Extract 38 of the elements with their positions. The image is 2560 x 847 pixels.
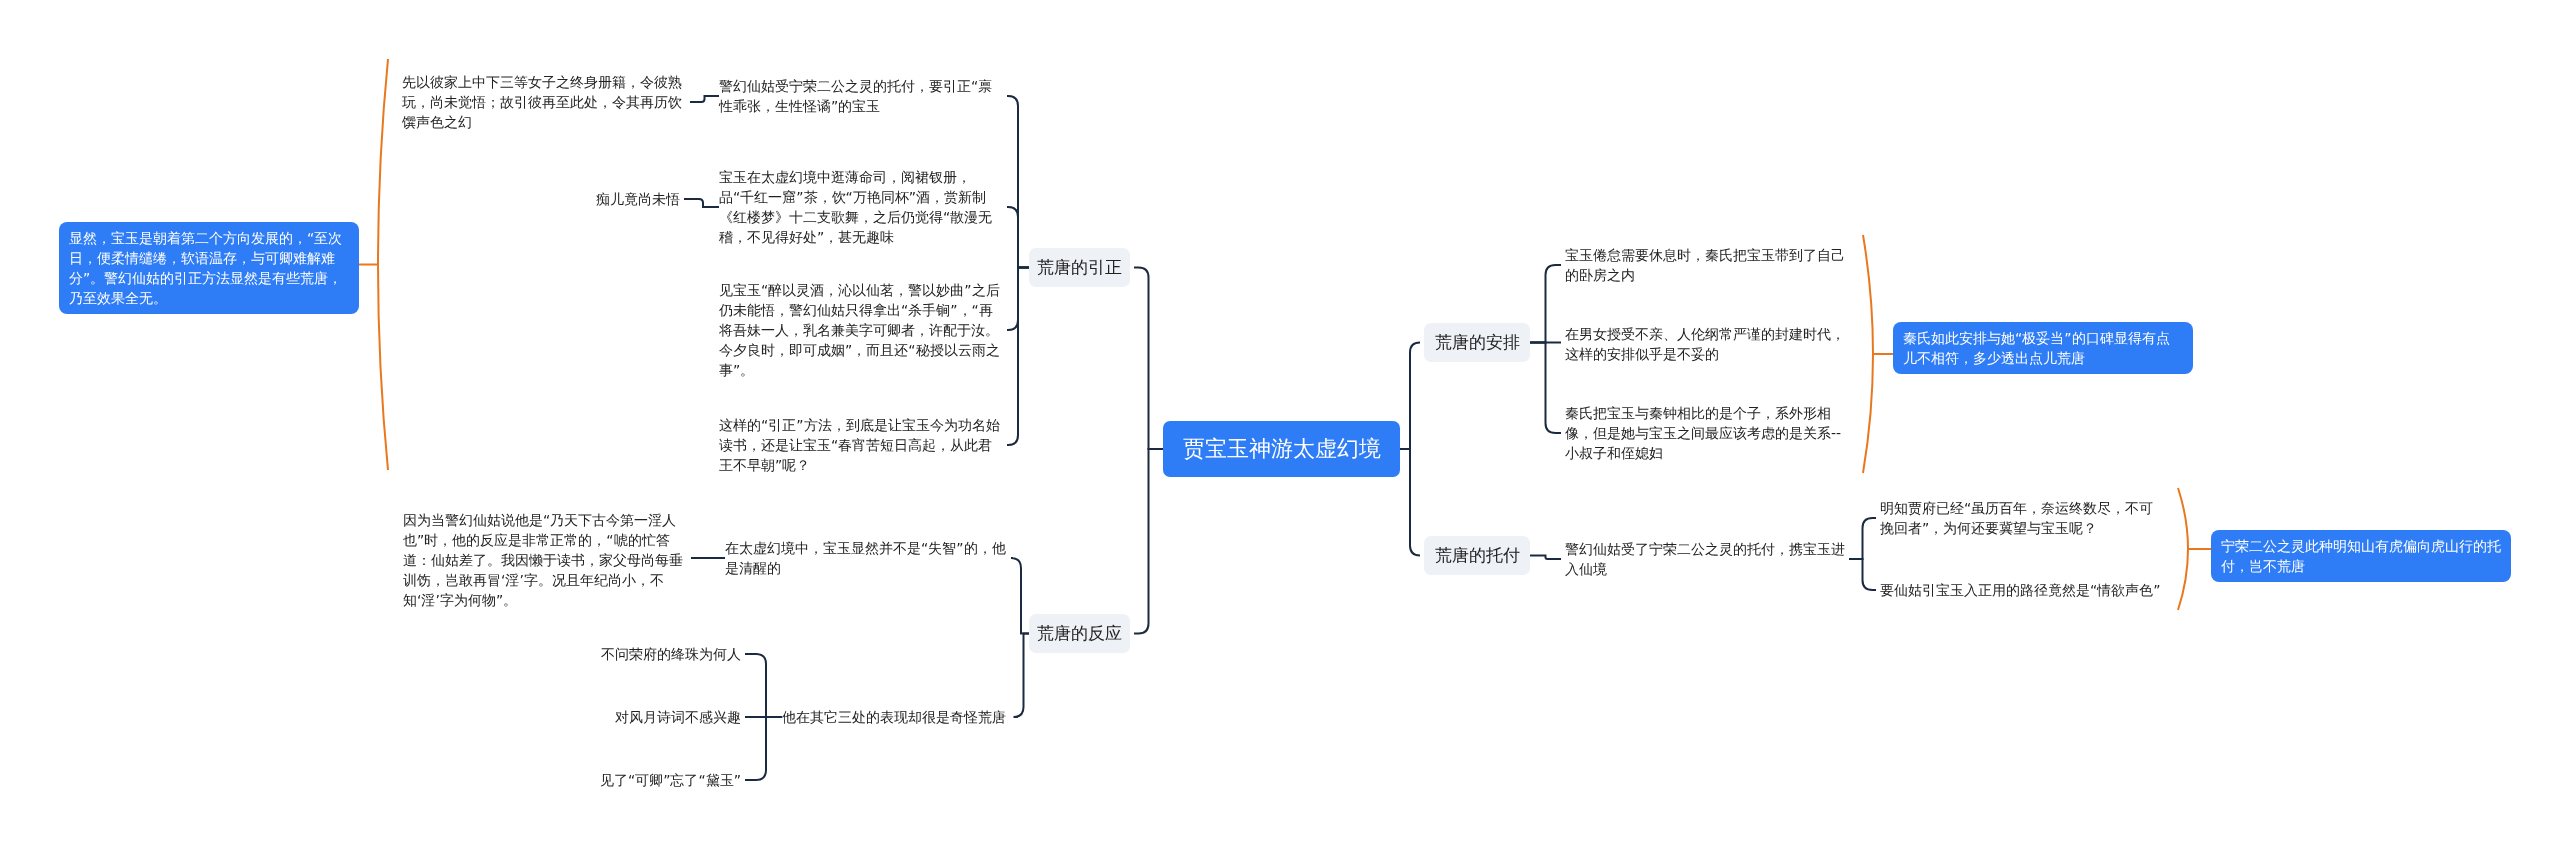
topic-text: 先以彼家上中下三等女子之终身册籍，令彼熟玩，尚未觉悟；故引彼再至此处，令其再历饮馔声色之幻 [402, 72, 686, 132]
summary-bracket [1862, 234, 1894, 474]
branch-topic-box: 荒唐的托付 [1424, 536, 1530, 575]
connector-line [1529, 554, 1562, 560]
topic-text: 警幻仙姑受宁荣二公之灵的托付，要引正“禀性乖张，生性怪谲”的宝玉 [719, 76, 1003, 116]
topic-text: 宝玉在太虚幻境中逛薄命司，阅裙钗册，品“千红一窟”茶，饮“万艳同杯”酒，赏新制《红楼梦》十二支歌舞，之后仍觉得“散漫无稽，不见得好处”，甚无趣味 [719, 167, 1003, 247]
connector-line [690, 557, 726, 559]
topic-text: 不问荣府的绛珠为何人 [521, 644, 741, 664]
connector-line [1399, 448, 1421, 557]
topic-text: 在太虚幻境中，宝玉显然并不是“失智”的，他是清醒的 [725, 538, 1009, 578]
topic-text: 警幻仙姑受了宁荣二公之灵的托付，携宝玉进入仙境 [1565, 539, 1849, 579]
connector-line [683, 198, 720, 208]
branch-topic-box: 荒唐的安排 [1424, 323, 1530, 362]
branch-topic-box: 荒唐的引正 [1029, 248, 1130, 287]
topic-text: 因为当警幻仙姑说他是“乃天下古今第一淫人也”时，他的反应是非常正常的，“唬的忙答道：仙姑差了。我因懒于读书，家父母尚每垂训饬，岂敢再冒‘淫’字。况且年纪尚小，不知‘淫’字为何物”。 [403, 510, 687, 610]
topic-text: 他在其它三处的表现却很是奇怪荒唐 [782, 707, 1014, 727]
connector-line [689, 95, 720, 103]
topic-text: 在男女授受不亲、人伦纲常严谨的封建时代，这样的安排似乎是不妥的 [1565, 324, 1849, 364]
central-topic-box: 贾宝玉神游太虚幻境 [1163, 421, 1400, 477]
topic-text: 明知贾府已经“虽历百年，奈运终数尽，不可挽回者”，为何还要冀望与宝玉呢？ [1880, 498, 2164, 538]
connector-line [1012, 632, 1030, 718]
connector-line [1848, 558, 1877, 591]
topic-text: 要仙姑引宝玉入正用的路径竟然是“情欲声色” [1880, 580, 2164, 600]
topic-text: 秦氏把宝玉与秦钟相比的是个子，系外形相像，但是她与宝玉之间最应该考虑的是关系--小叔子和侄媳妇 [1565, 403, 1849, 463]
topic-text: 见了“可卿”忘了“黛玉” [521, 770, 741, 790]
summary-box: 显然，宝玉是朝着第二个方向发展的，“至次日，便柔情缱绻，软语温存，与可卿难解难分”。警幻仙姑的引正方法显然是有些荒唐，乃至效果全无。 [59, 222, 359, 314]
topic-text: 见宝玉“醉以灵酒，沁以仙茗，警以妙曲”之后仍未能悟，警幻仙姑只得拿出“杀手锏”，“再将吾妹一人，乳名兼美字可卿者，许配于汝。今夕良时，即可成姻”，而且还“秘授以云雨之事”。 [719, 280, 1003, 380]
summary-bracket [2177, 487, 2212, 611]
topic-text: 宝玉倦怠需要休息时，秦氏把宝玉带到了自己的卧房之内 [1565, 245, 1849, 285]
summary-bracket [358, 58, 389, 471]
topic-text: 对风月诗词不感兴趣 [521, 707, 741, 727]
topic-text: 这样的“引正”方法，到底是让宝玉今为功名始读书，还是让宝玉“春宵苦短日高起，从此君王不早朝”呢？ [719, 415, 1003, 475]
connector-line [1133, 448, 1164, 635]
branch-topic-box: 荒唐的反应 [1029, 614, 1130, 653]
topic-text: 痴儿竟尚未悟 [540, 189, 680, 209]
connector-line [1006, 266, 1030, 446]
summary-box: 秦氏如此安排与她“极妥当”的口碑显得有点儿不相符，多少透出点儿荒唐 [1893, 322, 2193, 374]
summary-box: 宁荣二公之灵此种明知山有虎偏向虎山行的托付，岂不荒唐 [2211, 530, 2511, 582]
